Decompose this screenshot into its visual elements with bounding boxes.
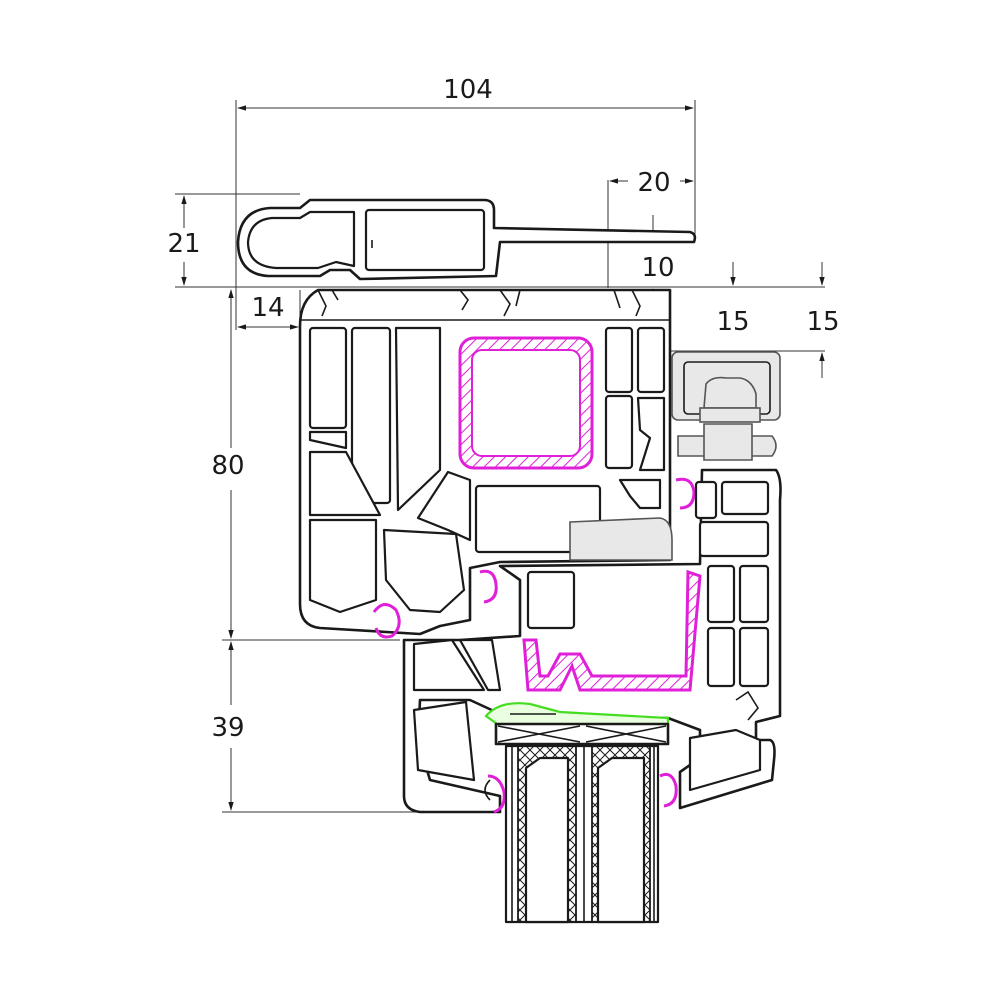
glazing-seal <box>484 702 670 728</box>
dim-sash-height: 39 <box>211 713 244 743</box>
dim-overall-width: 104 <box>443 75 493 105</box>
dim-frame-height: 80 <box>211 451 244 481</box>
sash-profile <box>402 468 782 814</box>
glass-unit <box>494 722 670 924</box>
top-flange-profile <box>236 198 697 281</box>
dim-left-offset: 14 <box>251 293 284 323</box>
dim-right-a: 15 <box>716 307 749 337</box>
dimension-labels: 104 20 21 10 14 15 15 80 39 <box>167 75 839 743</box>
dim-left-height: 21 <box>167 229 200 259</box>
dim-step: 10 <box>641 253 674 283</box>
dim-right-b: 15 <box>806 307 839 337</box>
dim-top-right: 20 <box>637 168 670 198</box>
